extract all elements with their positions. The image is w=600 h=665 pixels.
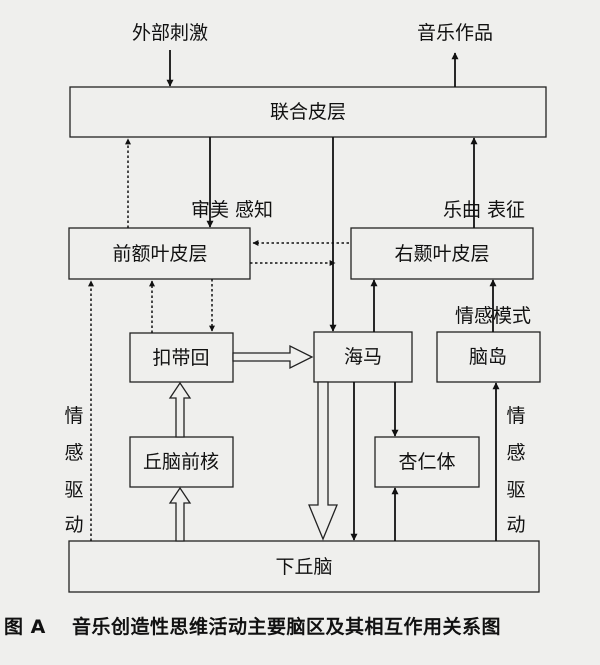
label-emotion-mode: 情感模式 <box>455 305 531 327</box>
hollow-arrow-cingulate-to-hippocampus <box>232 344 314 370</box>
node-cortex: 联合皮层 <box>270 101 346 123</box>
cortex-box <box>69 86 547 138</box>
hollow-arrow-hypothalamus-to-thalamus <box>168 486 192 542</box>
svg-text:驱: 驱 <box>506 479 525 501</box>
node-temporal: 右颞叶皮层 <box>394 243 489 265</box>
svg-text:情: 情 <box>64 405 83 427</box>
caption-label: 图 A <box>4 616 46 638</box>
brain-region-diagram: 联合皮层 前额叶皮层 右颞叶皮层 扣带回 海马 脑岛 丘脑前核 杏仁体 下丘脑 … <box>64 22 547 593</box>
node-hippocampus: 海马 <box>344 346 382 368</box>
prefrontal-box <box>68 227 251 280</box>
amygdala-box <box>374 436 480 488</box>
svg-text:情: 情 <box>506 405 525 427</box>
label-drive-right: 情 感 驱 动 <box>506 405 525 536</box>
label-drive-left: 情 感 驱 动 <box>64 405 83 536</box>
label-external: 外部刺激 <box>132 22 208 44</box>
node-amygdala: 杏仁体 <box>398 451 455 473</box>
hollow-arrow-thalamus-to-cingulate <box>168 381 192 438</box>
svg-text:动: 动 <box>64 514 83 536</box>
node-cingulate: 扣带回 <box>152 347 209 369</box>
caption-text: 音乐创造性思维活动主要脑区及其相互作用关系图 <box>72 616 502 638</box>
hypothalamus-box <box>68 540 540 593</box>
node-insula: 脑岛 <box>469 346 507 368</box>
node-thalamus: 丘脑前核 <box>143 451 219 473</box>
svg-text:感: 感 <box>64 442 83 464</box>
svg-text:动: 动 <box>506 514 525 536</box>
label-works: 音乐作品 <box>417 22 493 44</box>
svg-text:感: 感 <box>506 442 525 464</box>
label-aesthetic: 审美 感知 <box>191 199 273 221</box>
node-prefrontal: 前额叶皮层 <box>112 243 207 265</box>
thalamus-box <box>129 436 234 488</box>
node-hypothalamus: 下丘脑 <box>275 556 332 578</box>
label-melody: 乐曲 表征 <box>443 199 525 221</box>
insula-box <box>436 331 541 383</box>
hollow-arrow-hippocampus-to-hypothalamus <box>308 381 338 541</box>
temporal-box <box>350 227 534 280</box>
hippocampus-box <box>313 331 413 383</box>
svg-text:驱: 驱 <box>64 479 83 501</box>
